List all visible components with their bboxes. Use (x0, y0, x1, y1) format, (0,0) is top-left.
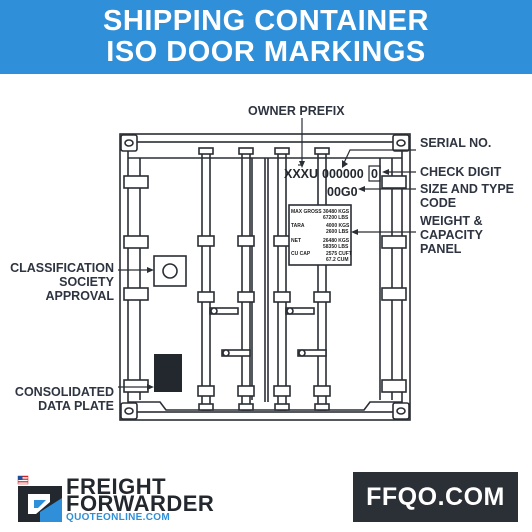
code-check-digit: 0 (371, 167, 378, 181)
brand-url: QUOTEONLINE.COM (66, 512, 170, 523)
label-consolidated: CONSOLIDATED DATA PLATE (6, 385, 114, 413)
label-class-line1: CLASSIFICATION (10, 261, 114, 275)
us-flag-icon (17, 475, 29, 485)
corner-casting-tl (120, 134, 138, 152)
label-data-line1: CONSOLIDATED (14, 385, 114, 399)
consolidated-data-plate (154, 354, 182, 392)
wp-v1-1: 4000 KGS (326, 223, 350, 229)
label-class-line3: APPROVAL (45, 289, 114, 303)
label-data-line2: DATA PLATE (38, 399, 114, 413)
label-weight-line3: PANEL (420, 242, 462, 256)
wp-label-3: CU CAP (291, 251, 311, 257)
brand-line-1: FREIGHT (66, 474, 167, 499)
label-serial-no: SERIAL NO. (420, 136, 492, 150)
label-size-type-line1: SIZE AND TYPE (420, 182, 514, 196)
wp-v2-3: 67.2 CUM (326, 257, 349, 263)
wp-v2-0: 67200 LBS (323, 215, 349, 221)
label-owner-prefix: OWNER PREFIX (248, 104, 345, 118)
container-code: XXXU 000000 0 00G0 (284, 165, 381, 199)
wp-v1-3: 2575 CUFT (326, 251, 352, 257)
locking-bars (197, 147, 331, 411)
brand-line-2: FORWARDER (66, 491, 215, 516)
label-weight-line1: WEIGHT & (420, 214, 483, 228)
wp-label-1: TARA (291, 223, 305, 229)
container-door-diagram: XXXU 000000 0 00G0 MAX GROSS 30480 KGS 6… (118, 118, 416, 421)
container-outer-frame (119, 133, 411, 421)
wp-v1-0: 30480 KGS (323, 209, 350, 215)
csc-approval-plate (153, 255, 187, 287)
code-size-type: 00G0 (327, 185, 358, 199)
corner-casting-bl (120, 402, 138, 420)
code-prefix: XXXU (284, 167, 318, 181)
wp-v1-2: 26480 KGS (323, 238, 350, 244)
code-serial: 000000 (322, 167, 364, 181)
wp-v2-2: 58350 LBS (323, 244, 349, 250)
callout-lines (118, 118, 416, 388)
label-weight-line2: CAPACITY (420, 228, 483, 242)
wp-label-0: MAX GROSS (291, 209, 322, 215)
weight-panel-text: MAX GROSS 30480 KGS 67200 LBS TARA 4000 … (291, 209, 352, 263)
label-size-type: SIZE AND TYPE CODE (420, 182, 514, 210)
ffqo-badge[interactable]: FFQO.COM (353, 472, 518, 522)
header-banner: SHIPPING CONTAINER ISO DOOR MARKINGS (0, 0, 532, 74)
callout-arrowheads (147, 160, 389, 390)
title-line-1: SHIPPING CONTAINER (103, 5, 429, 37)
corner-casting-br (392, 402, 410, 420)
wp-v2-1: 2600 LBS (326, 229, 349, 235)
label-class-line2: SOCIETY (59, 275, 114, 289)
label-classification: CLASSIFICATION SOCIETY APPROVAL (6, 261, 114, 303)
label-size-type-line2: CODE (420, 196, 457, 210)
title-line-2: ISO DOOR MARKINGS (106, 36, 426, 68)
corner-casting-tr (392, 134, 410, 152)
label-check-digit: CHECK DIGIT (420, 165, 502, 179)
wp-label-2: NET (291, 238, 301, 244)
ffq-logo-icon (17, 475, 62, 522)
weight-panel-box (288, 204, 352, 266)
label-weight-capacity: WEIGHT & CAPACITY PANEL (420, 214, 483, 256)
